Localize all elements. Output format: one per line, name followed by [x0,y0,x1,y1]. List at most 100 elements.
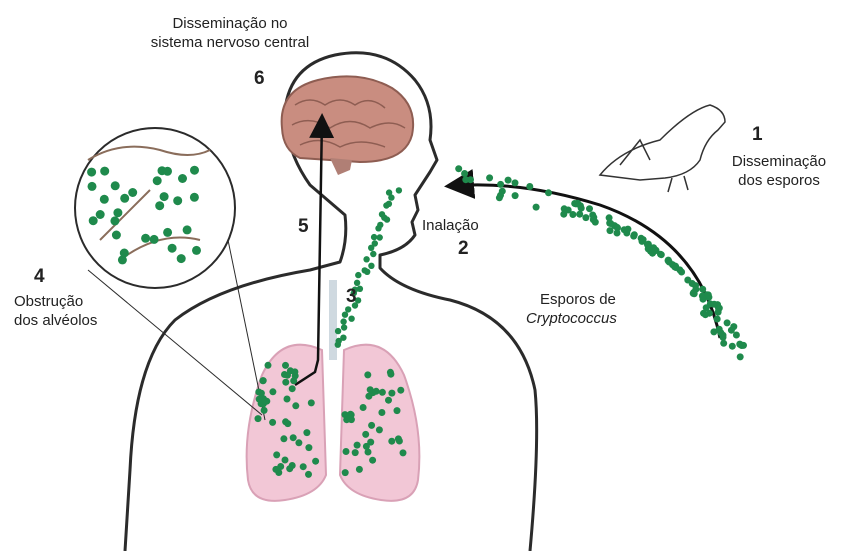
spore-dot [290,377,297,384]
spore-dot [163,228,172,237]
spore-dot [291,368,298,375]
step-1-label-line2: dos esporos [718,171,840,190]
spore-dot [729,343,736,350]
spore-dot [370,251,376,257]
spore-dot [394,407,401,414]
spore-dot [265,362,272,369]
spore-dot [512,192,519,199]
spore-dot [342,469,349,476]
brain-icon [282,76,413,175]
spore-dot [367,386,374,393]
spore-dot [512,179,519,186]
spore-dot [526,183,533,190]
spore-dot [258,390,265,397]
spore-dot [373,388,380,395]
spore-dot [269,388,276,395]
spore-dot [387,371,394,378]
spore-dot [467,176,474,183]
spore-dot [396,187,402,193]
spore-dot [128,188,137,197]
spore-dot [261,398,268,405]
spore-dot [614,230,621,237]
spore-dot [377,234,383,240]
spore-dot [343,448,350,455]
spore-dot [305,471,312,478]
spore-dot [303,429,310,436]
spore-dot [724,319,731,326]
spore-dot [497,181,504,188]
spore-dot [369,457,376,464]
pigeon-icon [600,105,725,192]
spore-dot [607,220,614,227]
spore-dot [87,168,96,177]
spore-dot [385,397,392,404]
spore-dot [364,269,370,275]
spore-dot [155,201,164,210]
spore-dot [630,233,637,240]
spore-dot [273,451,280,458]
spore-dot [505,177,512,184]
spore-dot [354,442,361,449]
step-4-number: 4 [34,266,45,288]
spore-dot [545,189,552,196]
spore-dot [533,204,540,211]
step-1-number: 1 [752,124,763,146]
spore-dot [720,334,727,341]
spore-dot [347,411,354,418]
spore-dot [711,301,718,308]
spore-dot [705,291,712,298]
spore-dot [282,418,289,425]
spore-dot [362,431,369,438]
spore-dot [290,434,297,441]
spore-dot [282,362,289,369]
spore-dot [624,226,631,233]
spore-dot [120,194,129,203]
spore-dot [280,435,287,442]
spore-dot [100,195,109,204]
spore-dot [272,466,279,473]
spore-dot [292,402,299,409]
spore-dot [388,390,395,397]
spore-dot [571,200,578,207]
spore-dot [733,332,740,339]
spore-dot [269,419,276,426]
spore-dot [120,249,129,258]
spore-dot [371,234,377,240]
spore-dot [569,211,576,218]
spore-dot [190,166,199,175]
spore-dot [163,167,172,176]
spore-dot [177,254,186,263]
spore-dot [284,396,291,403]
spore-dot [342,312,348,318]
spore-dot [284,372,291,379]
spore-dot [110,216,119,225]
spore-dot [690,290,697,297]
spore-dot [259,377,266,384]
spore-dot [737,353,744,360]
spore-dot [341,324,347,330]
spore-dot [340,318,346,324]
spore-dot [141,234,150,243]
spore-dot [499,188,506,195]
spore-dot [379,389,386,396]
spore-dot [360,404,367,411]
spore-dot [582,214,589,221]
step-1-label-line1: Disseminação [718,152,840,171]
spore-dot [388,438,395,445]
spore-dot [295,439,302,446]
step-6-label-line2: sistema nervoso central [120,33,340,52]
spore-dot [714,316,721,323]
step-3-number: 3 [346,286,357,308]
spore-dot [384,216,390,222]
spore-dot [255,415,262,422]
spore-dot [364,371,371,378]
step-6-label-line1: Disseminação no [120,14,340,33]
step-6-number: 6 [254,68,265,90]
spore-dot [111,181,120,190]
spore-dot [289,385,296,392]
spore-dot [178,174,187,183]
spore-dot [676,266,683,273]
spore-dot [576,211,583,218]
